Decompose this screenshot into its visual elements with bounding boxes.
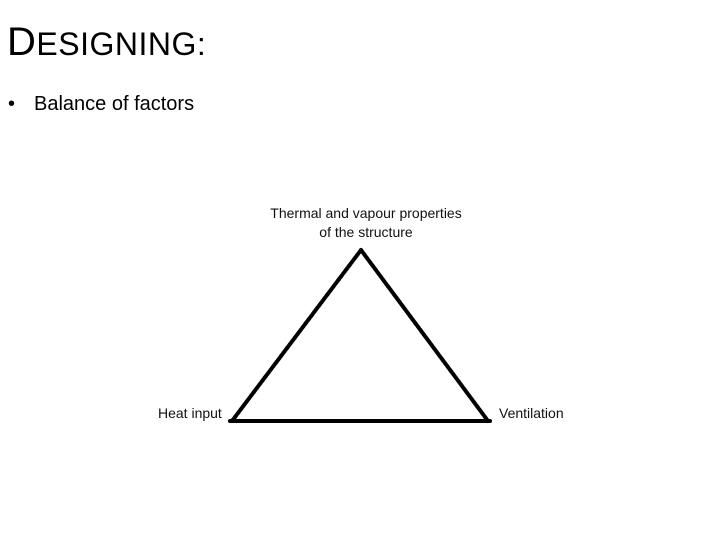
vertex-label-heat-input: Heat input [158, 405, 222, 421]
vertex-label-top-line1: Thermal and vapour properties [270, 205, 462, 221]
bullet-list: • Balance of factors [8, 92, 194, 116]
bullet-marker: • [8, 93, 16, 115]
vertex-label-ventilation: Ventilation [499, 405, 564, 421]
bullet-item: • Balance of factors [8, 92, 194, 116]
triangle-edge-right [359, 248, 490, 423]
vertex-label-top-line2: of the structure [319, 224, 413, 240]
bullet-text: Balance of factors [34, 93, 195, 115]
slide-title: DESIGNING: [7, 22, 206, 62]
triangle-edge-left [230, 248, 363, 423]
vertex-label-top: Thermal and vapour properties of the str… [230, 204, 502, 242]
slide-title-rest: ESIGNING: [36, 26, 207, 62]
slide-title-initial: D [7, 20, 37, 64]
